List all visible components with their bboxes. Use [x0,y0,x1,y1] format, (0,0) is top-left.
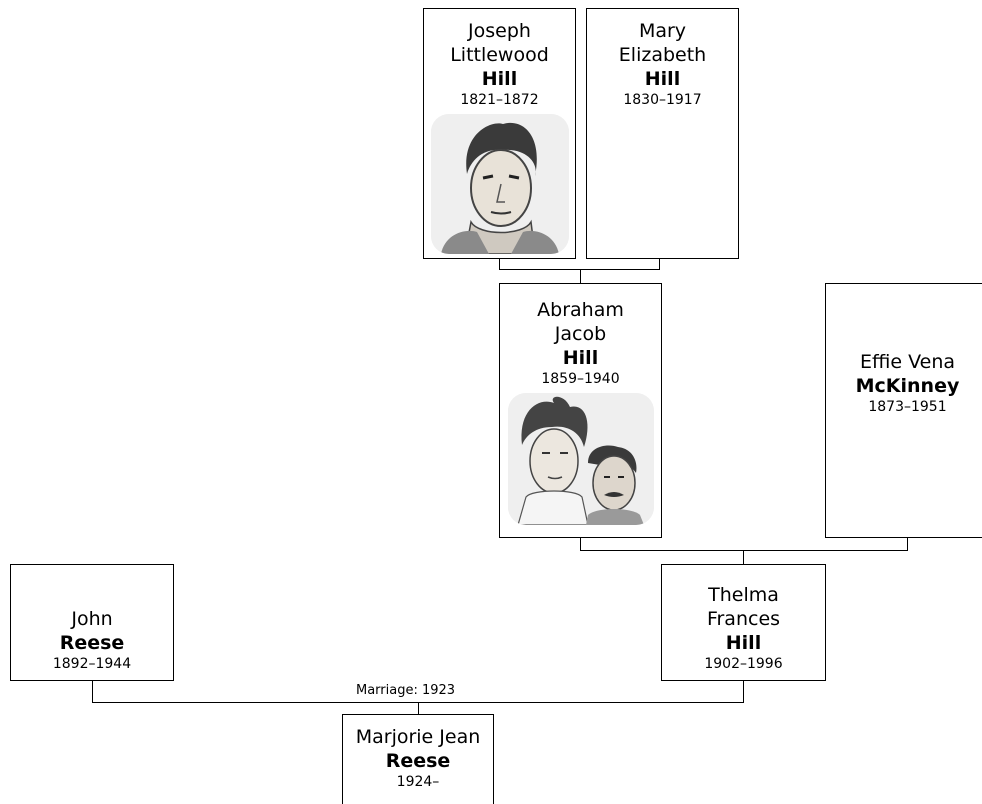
connector-mary-down [659,258,660,269]
connector-joseph-down [499,258,500,269]
connector-joseph-mary [499,269,660,270]
surname: Hill [481,68,518,90]
life-years: 1830–1917 [623,92,702,108]
life-years: 1859–1940 [541,371,620,387]
connector-to-thelma [743,550,744,564]
life-years: 1902–1996 [704,656,783,672]
surname: Hill [562,347,599,369]
person-card-marjorie-reese[interactable]: Marjorie Jean Reese 1924– [342,714,494,804]
given-name: Abraham [537,299,624,321]
connector-effie-down [907,537,908,550]
connector-abraham-effie [580,550,908,551]
person-card-joseph-hill[interactable]: Joseph Littlewood Hill 1821–1872 [423,8,576,259]
given-name: Elizabeth [618,44,707,66]
portrait-image [507,393,654,525]
person-card-abraham-hill[interactable]: Abraham Jacob Hill 1859–1940 [499,283,662,538]
person-card-mary-hill[interactable]: Mary Elizabeth Hill 1830–1917 [586,8,739,259]
surname: Reese [59,632,125,654]
connector-to-abraham [580,269,581,284]
surname: Reese [385,750,451,772]
life-years: 1924– [396,774,440,790]
given-name: Littlewood [450,44,549,66]
given-name: Marjorie Jean [355,726,481,748]
given-name: Joseph [468,20,531,42]
surname: Hill [644,68,681,90]
connector-to-marjorie [418,702,419,714]
surname: McKinney [855,375,960,397]
life-years: 1892–1944 [52,656,132,672]
life-years: 1873–1951 [868,399,947,415]
surname: Hill [725,632,762,654]
life-years: 1821–1872 [460,92,539,108]
given-name: John [71,608,113,630]
connector-abraham-down [580,537,581,550]
given-name: Effie Vena [860,351,955,373]
connector-thelma-down [743,680,744,702]
given-name: Frances [706,608,781,630]
person-card-thelma-hill[interactable]: Thelma Frances Hill 1902–1996 [661,564,826,681]
given-name: Thelma [708,584,779,606]
person-card-effie-mckinney[interactable]: Effie Vena McKinney 1873–1951 [825,283,982,538]
portrait-image [430,114,569,254]
given-name: Mary [638,20,687,42]
person-card-john-reese[interactable]: John Reese 1892–1944 [10,564,174,681]
connector-john-down [92,680,93,702]
given-name: Jacob [554,323,607,345]
marriage-label: Marriage: 1923 [354,683,458,698]
